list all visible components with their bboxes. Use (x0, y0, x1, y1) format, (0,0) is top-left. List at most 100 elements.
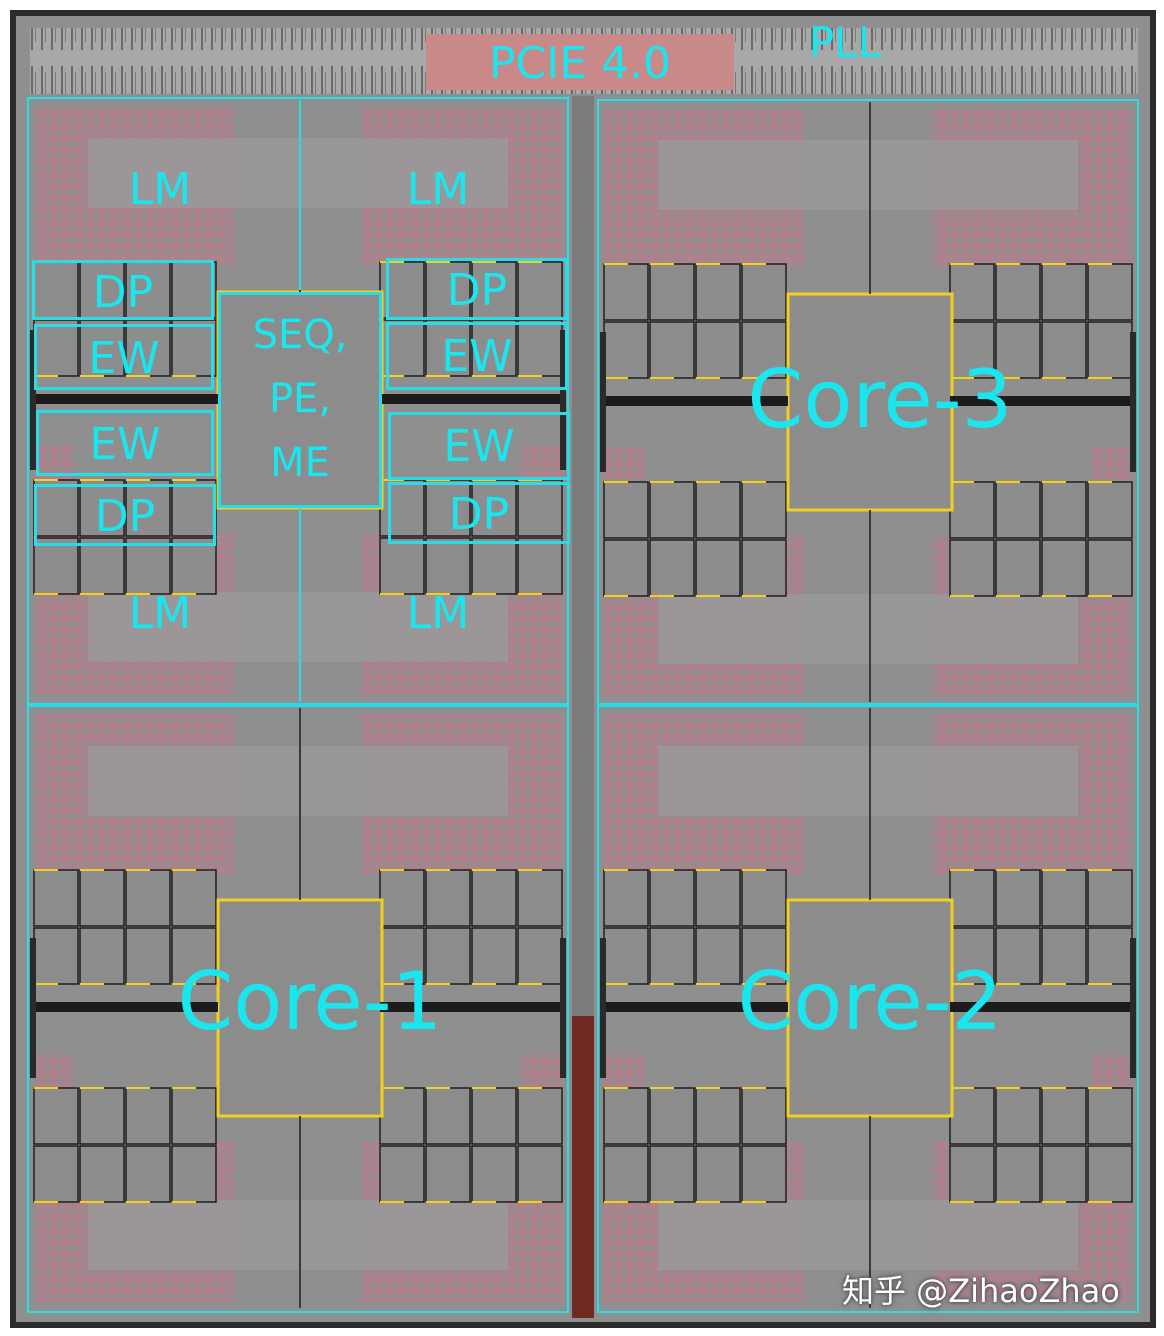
compute-tile (125, 869, 171, 927)
compute-tile (603, 263, 649, 321)
compute-tile (1041, 321, 1087, 379)
compute-tile (741, 1145, 787, 1203)
compute-tile (471, 537, 517, 595)
compute-tile (379, 537, 425, 595)
compute-tile (949, 1145, 995, 1203)
compute-tile (125, 1145, 171, 1203)
compute-tile (79, 537, 125, 595)
central-logic (216, 898, 384, 1118)
core-3-label: Core-3 (747, 353, 1013, 446)
side-pad (560, 330, 566, 470)
me-label: ME (270, 440, 330, 486)
lm-label-bottom-right: LM (406, 588, 470, 639)
compute-tile (79, 927, 125, 985)
compute-tile (425, 537, 471, 595)
dp-box-left-top: DP (32, 260, 214, 320)
compute-tile (517, 927, 563, 985)
compute-tile (79, 1087, 125, 1145)
compute-tile (649, 321, 695, 379)
compute-tile (649, 263, 695, 321)
routing-zone (88, 138, 508, 208)
compute-tile (425, 927, 471, 985)
compute-tile (741, 263, 787, 321)
compute-tile (949, 539, 995, 597)
compute-tile (1041, 869, 1087, 927)
compute-tile (603, 869, 649, 927)
compute-tile (741, 539, 787, 597)
ew-label: EW (443, 421, 515, 472)
compute-tile (125, 537, 171, 595)
compute-tile (425, 869, 471, 927)
seq-pe-me-box: SEQ, PE, ME (218, 292, 382, 508)
compute-tile (171, 537, 217, 595)
ew-label: EW (441, 331, 513, 382)
compute-tile (1087, 321, 1133, 379)
central-logic (216, 290, 384, 510)
side-pad (1130, 332, 1136, 472)
compute-tile (649, 1145, 695, 1203)
core-3-frame (597, 99, 1139, 705)
horizontal-bus (380, 394, 566, 404)
compute-tile (1041, 927, 1087, 985)
dp-label: DP (92, 267, 154, 318)
dp-label: DP (448, 489, 510, 540)
compute-tile (425, 1145, 471, 1203)
compute-tile (1041, 1087, 1087, 1145)
routing-zone (88, 1200, 508, 1270)
compute-tile (171, 927, 217, 985)
compute-tile (1041, 539, 1087, 597)
compute-tile (517, 537, 563, 595)
core-1-label: Core-1 (177, 955, 443, 1048)
core-0-frame (27, 97, 569, 705)
ew-box-left-bottom: EW (36, 410, 214, 476)
compute-tile (741, 481, 787, 539)
core-1-frame (27, 705, 569, 1313)
ew-label: EW (88, 333, 160, 384)
compute-tile (33, 927, 79, 985)
pll-label: PLL (808, 18, 882, 67)
compute-tile (1087, 927, 1133, 985)
horizontal-bus (602, 1002, 788, 1012)
compute-tile (171, 479, 217, 537)
compute-tile (125, 1087, 171, 1145)
compute-tile (649, 539, 695, 597)
horizontal-bus (950, 1002, 1136, 1012)
compute-tile (741, 927, 787, 985)
compute-tile (79, 261, 125, 319)
lm-label-top-left: LM (128, 164, 192, 215)
compute-tile (649, 481, 695, 539)
compute-tile (171, 319, 217, 377)
compute-tile (1087, 869, 1133, 927)
compute-tile (125, 261, 171, 319)
compute-tile (1087, 539, 1133, 597)
compute-tile (603, 321, 649, 379)
compute-tile (695, 481, 741, 539)
compute-tile (79, 869, 125, 927)
compute-tile (649, 869, 695, 927)
compute-tile (379, 869, 425, 927)
compute-tile (695, 321, 741, 379)
compute-tile (379, 1145, 425, 1203)
compute-tile (517, 479, 563, 537)
compute-tile (995, 263, 1041, 321)
compute-tile (379, 479, 425, 537)
compute-tile (79, 479, 125, 537)
compute-tile (517, 319, 563, 377)
lm-label-bottom-left: LM (128, 588, 192, 639)
compute-tile (603, 927, 649, 985)
routing-zone (88, 592, 508, 662)
compute-tile (949, 481, 995, 539)
routing-zone (658, 594, 1078, 664)
compute-tile (603, 1087, 649, 1145)
ew-label: EW (89, 419, 161, 470)
compute-tile (741, 1087, 787, 1145)
compute-tile (425, 1087, 471, 1145)
compute-tile (741, 321, 787, 379)
compute-tile (603, 539, 649, 597)
compute-tile (471, 1145, 517, 1203)
ew-box-left-top: EW (34, 324, 214, 390)
compute-tile (33, 869, 79, 927)
dp-box-right-bottom: DP (388, 482, 570, 544)
compute-tile (741, 869, 787, 927)
compute-tile (33, 537, 79, 595)
